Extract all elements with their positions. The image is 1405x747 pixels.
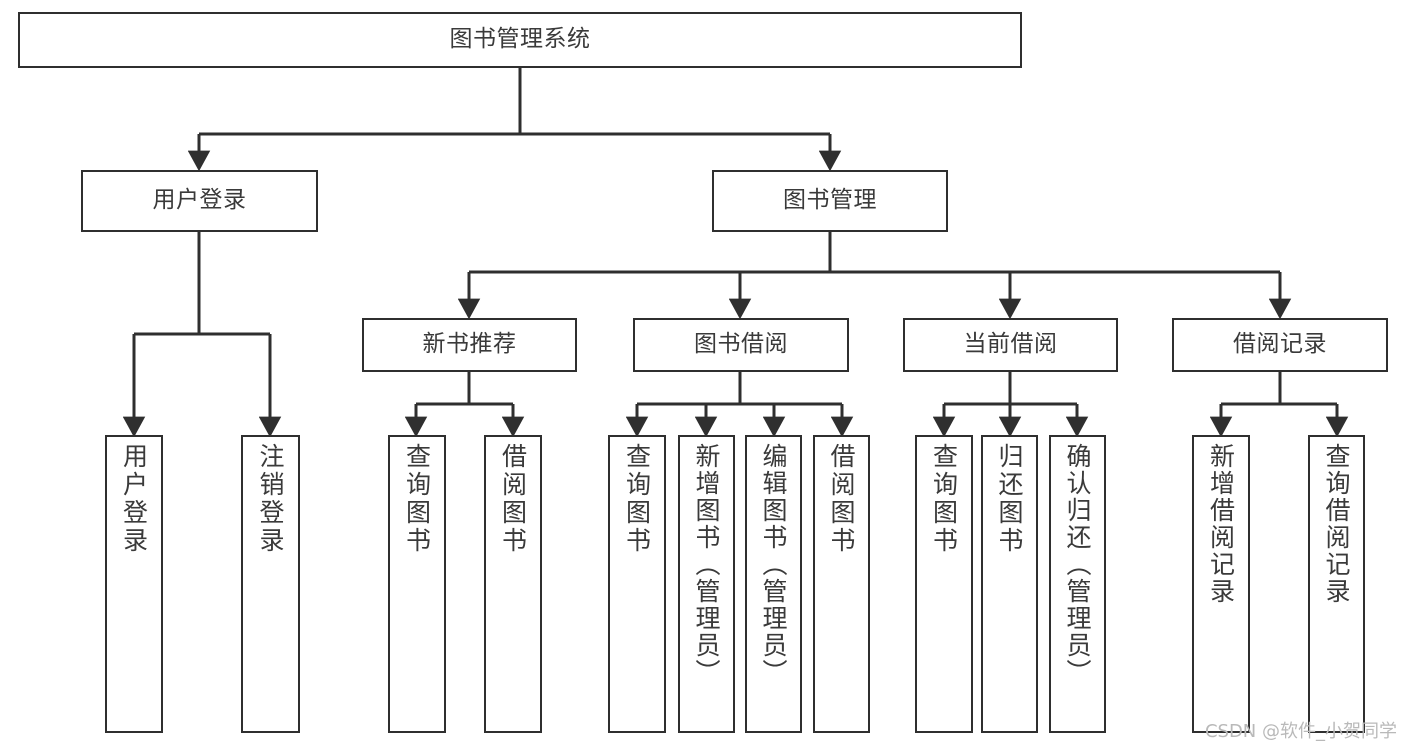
- node-new-book-recommendation[interactable]: 新书推荐: [362, 318, 577, 372]
- node-label: 查询图书: [929, 443, 959, 555]
- leaf-query-borrow-record[interactable]: 查询借阅记录: [1308, 435, 1365, 733]
- node-label: 图书管理系统: [449, 26, 591, 53]
- leaf-return-book[interactable]: 归还图书: [981, 435, 1038, 733]
- leaf-query-book-new-book[interactable]: 查询图书: [388, 435, 446, 733]
- node-book-borrowing[interactable]: 图书借阅: [633, 318, 849, 372]
- leaf-query-book-current[interactable]: 查询图书: [915, 435, 973, 733]
- leaf-borrow-book-borrowing[interactable]: 借阅图书: [813, 435, 870, 733]
- node-book-management[interactable]: 图书管理: [712, 170, 948, 232]
- leaf-add-borrow-record[interactable]: 新增借阅记录: [1192, 435, 1250, 733]
- watermark-text: CSDN @软件_小贺同学: [1204, 721, 1397, 742]
- node-label: 用户登录: [152, 187, 247, 214]
- node-label: 注销登录: [256, 443, 285, 555]
- node-root-book-management-system[interactable]: 图书管理系统: [18, 12, 1022, 68]
- node-borrow-record[interactable]: 借阅记录: [1172, 318, 1388, 372]
- node-label: 新增借阅记录: [1206, 443, 1236, 605]
- leaf-borrow-book-new-book[interactable]: 借阅图书: [484, 435, 542, 733]
- leaf-add-book-admin[interactable]: 新增图书（管理员）: [678, 435, 735, 733]
- leaf-edit-book-admin[interactable]: 编辑图书（管理员）: [745, 435, 802, 733]
- leaf-logout[interactable]: 注销登录: [241, 435, 300, 733]
- node-label: 确认归还（管理员）: [1063, 443, 1092, 686]
- leaf-confirm-return-admin[interactable]: 确认归还（管理员）: [1049, 435, 1106, 733]
- leaf-user-login[interactable]: 用户登录: [105, 435, 163, 733]
- node-label: 借阅图书: [827, 443, 856, 555]
- node-label: 新书推荐: [422, 331, 517, 358]
- node-label: 查询图书: [622, 443, 652, 555]
- leaf-query-book-borrowing[interactable]: 查询图书: [608, 435, 666, 733]
- node-label: 图书借阅: [694, 331, 788, 358]
- node-label: 新增图书（管理员）: [692, 443, 721, 686]
- node-label: 查询图书: [402, 443, 432, 555]
- node-label: 编辑图书（管理员）: [759, 443, 788, 686]
- node-label: 图书管理: [783, 187, 877, 214]
- node-label: 查询借阅记录: [1322, 443, 1351, 605]
- node-label: 借阅记录: [1233, 331, 1327, 358]
- node-label: 当前借阅: [963, 331, 1058, 358]
- node-label: 归还图书: [995, 443, 1024, 555]
- node-current-borrowing[interactable]: 当前借阅: [903, 318, 1118, 372]
- node-label: 用户登录: [119, 443, 149, 555]
- node-label: 借阅图书: [498, 443, 528, 555]
- node-user-login[interactable]: 用户登录: [81, 170, 318, 232]
